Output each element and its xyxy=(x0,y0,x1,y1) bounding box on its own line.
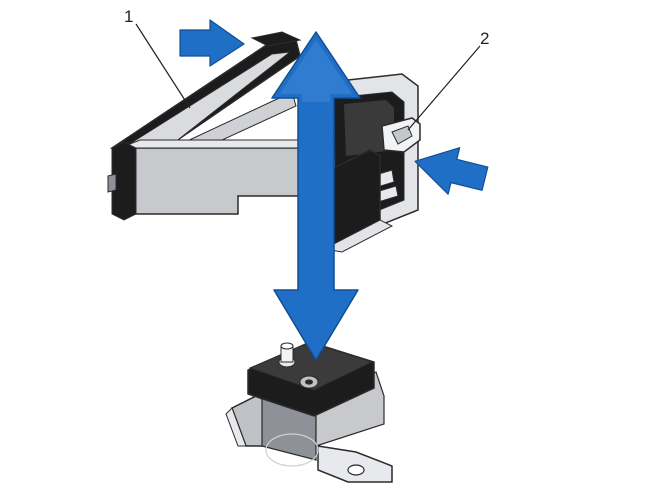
vertical-double-arrow-icon xyxy=(271,31,361,361)
press-arrow-right-icon xyxy=(414,147,489,195)
connector-socket-icon xyxy=(299,375,319,389)
callout-2-label: 2 xyxy=(480,29,489,48)
screw-hole-icon xyxy=(347,464,365,476)
press-arrow-left-icon xyxy=(179,19,245,67)
callout-2: 2 xyxy=(407,29,489,131)
card-holder-front-plate xyxy=(119,147,317,215)
guide-pin-icon xyxy=(278,342,296,368)
connector-base xyxy=(225,341,393,483)
callout-1: 1 xyxy=(124,7,191,109)
card-holder xyxy=(107,31,421,253)
card-holder-left-flange xyxy=(111,141,137,221)
callout-1-label: 1 xyxy=(124,7,133,26)
